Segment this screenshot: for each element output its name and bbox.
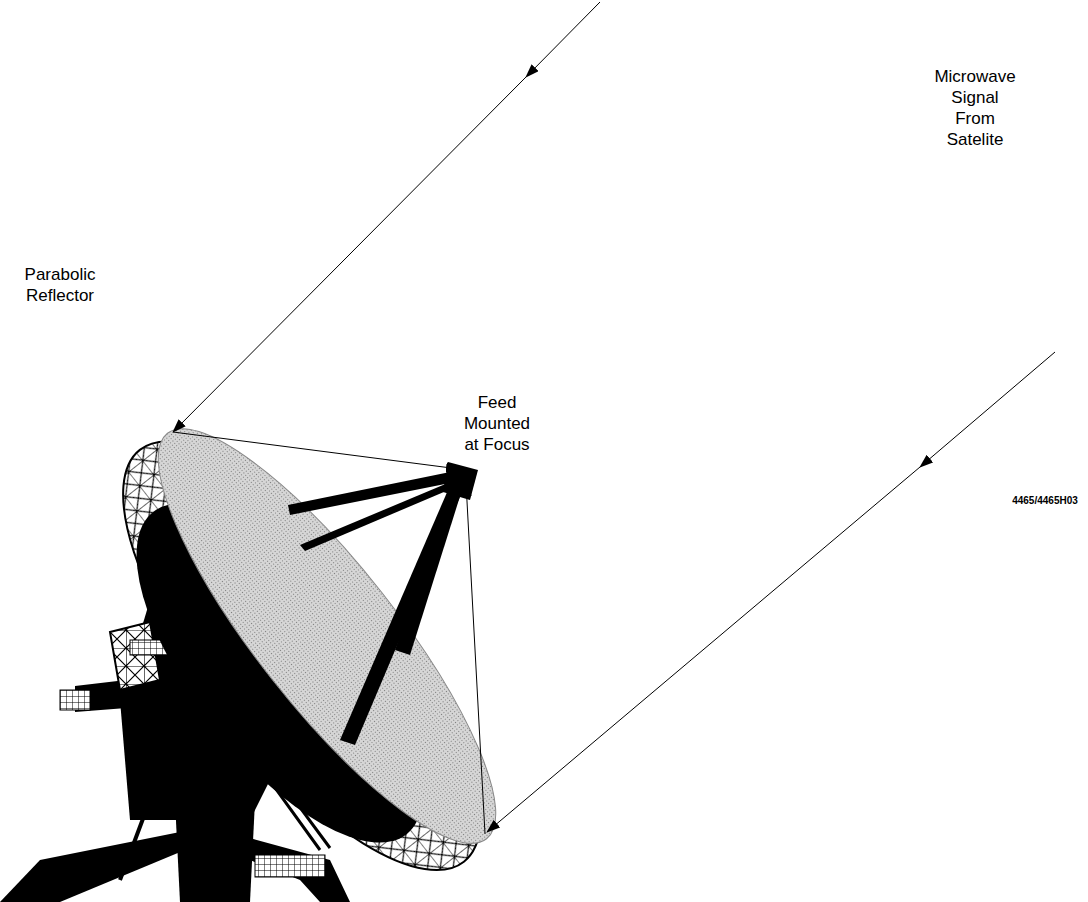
part-label: Microwave Signal From Satelite (934, 66, 1015, 150)
parabolic-dish (31, 387, 544, 902)
figure-id: 4465/4465H03 (1012, 495, 1078, 507)
part-label: Feed Mounted at Focus (456, 392, 538, 455)
feed-supports (288, 462, 478, 745)
signal-rays (173, 2, 1055, 834)
part-label: Parabolic Reflector (25, 264, 96, 306)
